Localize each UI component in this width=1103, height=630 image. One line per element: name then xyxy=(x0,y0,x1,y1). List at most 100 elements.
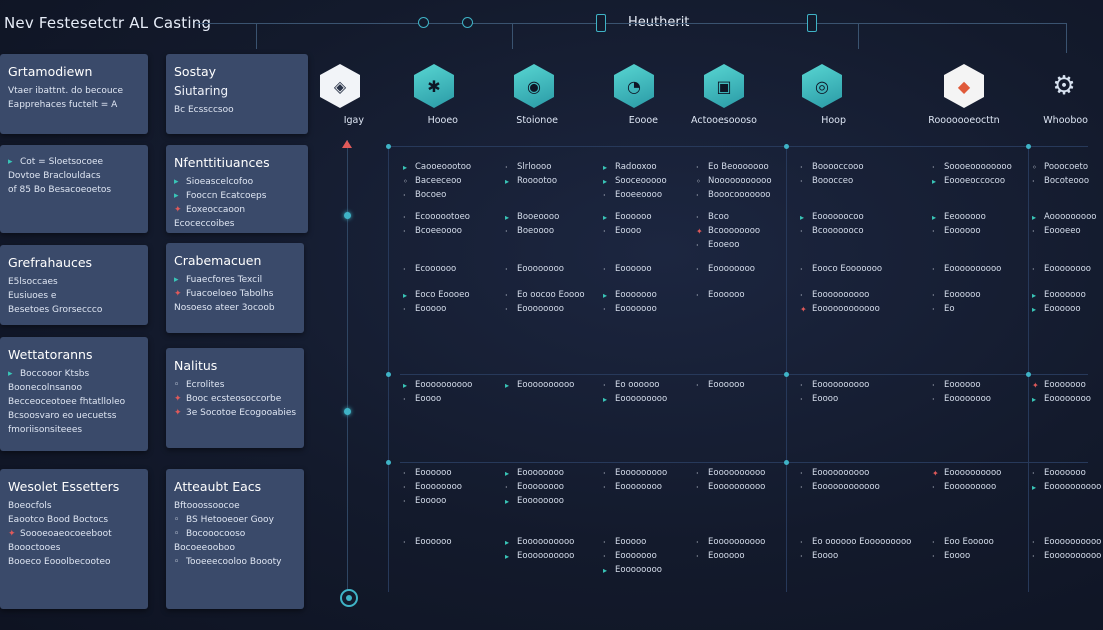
grid-cell[interactable]: ▸Eooooooo·Eooooooo xyxy=(603,288,657,316)
header-node-4[interactable] xyxy=(807,14,817,32)
bullet-icon: ▸ xyxy=(403,380,408,390)
grid-cell-text: Eoooooooooo xyxy=(812,468,870,478)
grid-cell-text: Eoooooooooo xyxy=(944,264,1002,274)
grid-cell[interactable]: ·Eooco Eooooooo xyxy=(800,262,882,276)
grid-cell[interactable]: ·Eoooooo xyxy=(696,378,745,392)
hex-node[interactable]: ▣Actooesoooso xyxy=(691,64,757,127)
grid-cell[interactable]: ·Eoooooooo xyxy=(505,262,564,276)
grid-cell[interactable]: ·Eoooooooooo·Eoooooooooo xyxy=(696,466,765,494)
grid-cell[interactable]: ✦Eooooooo▸Eoooooooo xyxy=(1032,378,1091,406)
grid-cell[interactable]: ·Eoooooooooo·Eoooo xyxy=(800,378,869,406)
grid-cell[interactable]: ·Eooooo·Eooooooo▸Eoooooooo xyxy=(603,535,662,577)
hex-node[interactable]: ◈Igay xyxy=(316,64,364,127)
header-node-1[interactable] xyxy=(418,17,429,28)
grid-cell[interactable]: ·Eo oooooo Eooooooooo·Eoooo xyxy=(800,535,911,563)
grid-cell-line: ·Eoooooooo xyxy=(403,480,462,494)
card-line-text: Nosoeso ateer 3ocoob xyxy=(174,303,275,313)
grid-cell[interactable]: ·Eooooooooo·Eoooooooo xyxy=(603,466,667,494)
hex-label: Stoionoe xyxy=(516,115,558,126)
grid-cell[interactable]: ▸Radooxoo▸Sooceooooo·Eooeeoooo xyxy=(603,160,667,202)
grid-cell-line: ·Eo Beooooooo xyxy=(696,160,772,174)
grid-cell[interactable]: ·Eoooooo·Eo xyxy=(932,288,981,316)
grid-cell[interactable]: ▸Caooeoootoo◦Baceeceoo·Bocoeo xyxy=(403,160,471,202)
grid-cell[interactable]: ▸Eoco Eoooeo·Eooooo xyxy=(403,288,470,316)
grid-cell[interactable]: ·Eoo Eooooo·Eoooo xyxy=(932,535,994,563)
grid-cell[interactable]: ·Booooccooo·Booocceo xyxy=(800,160,864,188)
bullet-icon: ◦ xyxy=(403,176,408,186)
info-card[interactable]: Nfenttitiuances▸Sioeascelcofoo▸Fooccn Ec… xyxy=(166,145,308,233)
grid-cell[interactable]: ▸Eoooooo·Eoooo xyxy=(603,210,652,238)
grid-cell-text: Eooeeoooo xyxy=(615,190,663,200)
bullet-icon: · xyxy=(800,394,803,404)
grid-cell[interactable]: ·Eoooooooooo·Eoooooooooooo xyxy=(800,466,880,494)
grid-cell[interactable]: ▸Booeoooo·Boeoooo xyxy=(505,210,559,238)
bullet-icon: ▸ xyxy=(932,176,937,186)
grid-cell[interactable]: ·Eoooooooooo·Eoooooo xyxy=(696,535,765,563)
grid-cell-line: ·Booocooooooo xyxy=(696,188,772,202)
hex-node[interactable]: ⚙Whooboo xyxy=(1040,64,1088,127)
grid-junction-dot xyxy=(1026,144,1031,149)
grid-cell-line: ▸Eoooooooo xyxy=(1032,392,1091,406)
grid-cell[interactable]: ▸Eoooooooo·Eoooooooo▸Eoooooooo xyxy=(505,466,564,508)
grid-cell[interactable]: ·Bcoo✦Bcoooooooo·Eooeoo xyxy=(696,210,760,252)
header-node-2[interactable] xyxy=(462,17,473,28)
grid-cell[interactable]: ·Slrloooo▸Rooootoo xyxy=(505,160,557,188)
grid-cell[interactable]: ▸Eoooooooooo·Eoooo xyxy=(403,378,472,406)
grid-cell[interactable]: ·Eoooooo xyxy=(696,288,745,302)
header-node-3[interactable] xyxy=(596,14,606,32)
grid-cell[interactable]: ·Eoooooooo xyxy=(1032,262,1091,276)
grid-cell[interactable]: ·Eooooooo▸Eoooooooooo xyxy=(1032,466,1101,494)
hex-node[interactable]: ◎Hoop xyxy=(798,64,846,127)
grid-cell[interactable]: ·Eoooooo xyxy=(603,262,652,276)
grid-cell[interactable]: ◦Pooocoeto·Bocoteooo xyxy=(1032,160,1089,188)
hex-node[interactable]: ◉Stoionoe xyxy=(510,64,558,127)
grid-cell[interactable]: ▸Aooooooooo·Eoooeeo xyxy=(1032,210,1096,238)
bottom-node[interactable] xyxy=(340,589,358,607)
grid-cell[interactable]: ·Ecoooootoeo·Bcoeeoooo xyxy=(403,210,470,238)
grid-cell-line: ·Eooooooooo xyxy=(603,466,667,480)
grid-cell[interactable]: ▸Eeoooooo·Eoooooo xyxy=(932,210,986,238)
hex-node[interactable]: ◆Rooooooeocttn xyxy=(928,64,1000,127)
hex-node[interactable]: ✱Hooeo xyxy=(410,64,458,127)
grid-cell[interactable]: ▸Eoooooocoo·Bcooooooco xyxy=(800,210,864,238)
grid-cell[interactable]: ▸Eoooooooooo▸Eoooooooooo xyxy=(505,535,574,563)
grid-cell-line: ◦Baceeceoo xyxy=(403,174,471,188)
card-line-text: 3e Socotoe Ecogooabies xyxy=(186,408,297,418)
hex-node[interactable]: ◔Eoooe xyxy=(610,64,658,127)
grid-cell[interactable]: ·Eo oocoo Eoooo·Eoooooooo xyxy=(505,288,585,316)
grid-cell[interactable]: ·Soooeoooooooo▸Eoooeoccocoo xyxy=(932,160,1012,188)
grid-cell-text: Sooceooooo xyxy=(615,176,667,186)
bullet-icon: · xyxy=(403,226,406,236)
grid-cell[interactable]: ·Ecoooooo xyxy=(403,262,456,276)
grid-cell-line: ·Eoooooooooo xyxy=(1032,549,1101,563)
bullet-icon: ▸ xyxy=(505,496,510,506)
grid-cell[interactable]: ·Eoooooooooo✦Eoooooooooooo xyxy=(800,288,880,316)
grid-cell[interactable]: ·Eo Beooooooo◦Nooooooooooo·Booocooooooo xyxy=(696,160,772,202)
grid-cell[interactable]: ·Eoooooooo xyxy=(696,262,755,276)
bullet-icon: ▸ xyxy=(403,290,408,300)
grid-cell[interactable]: ·Eoooooo·Eoooooooo xyxy=(932,378,991,406)
grid-cell-text: Eoooo xyxy=(812,551,839,561)
bullet-icon: ▸ xyxy=(505,212,510,222)
info-card[interactable]: Nalitus◦Ecrolites✦Booc ecsteosoccorbe✦3e… xyxy=(166,348,304,448)
grid-cell[interactable]: ▸Eoooooooooo xyxy=(505,378,574,392)
grid-cell-text: Eoooooo xyxy=(708,380,745,390)
grid-cell[interactable]: ·Eo oooooo▸Eooooooooo xyxy=(603,378,667,406)
grid-cell-text: Eoooooooo xyxy=(615,565,662,575)
grid-cell[interactable]: ·Eoooooooooo xyxy=(932,262,1001,276)
grid-cell[interactable]: ▸Eooooooo▸Eoooooo xyxy=(1032,288,1086,316)
grid-cell[interactable]: ·Eoooooo xyxy=(403,535,452,549)
grid-cell[interactable]: ✦Eoooooooooo·Eooooooooo xyxy=(932,466,1001,494)
grid-cell[interactable]: ·Eoooooo·Eoooooooo·Eooooo xyxy=(403,466,462,508)
grid-cell[interactable]: ·Eoooooooooo·Eoooooooooo xyxy=(1032,535,1101,563)
grid-cell-text: Eoooo xyxy=(812,394,839,404)
hex-icon: ◔ xyxy=(614,64,654,108)
info-card[interactable]: Crabemacuen▸Fuaecfores Texcil✦Fuacoeloeo… xyxy=(166,243,304,333)
